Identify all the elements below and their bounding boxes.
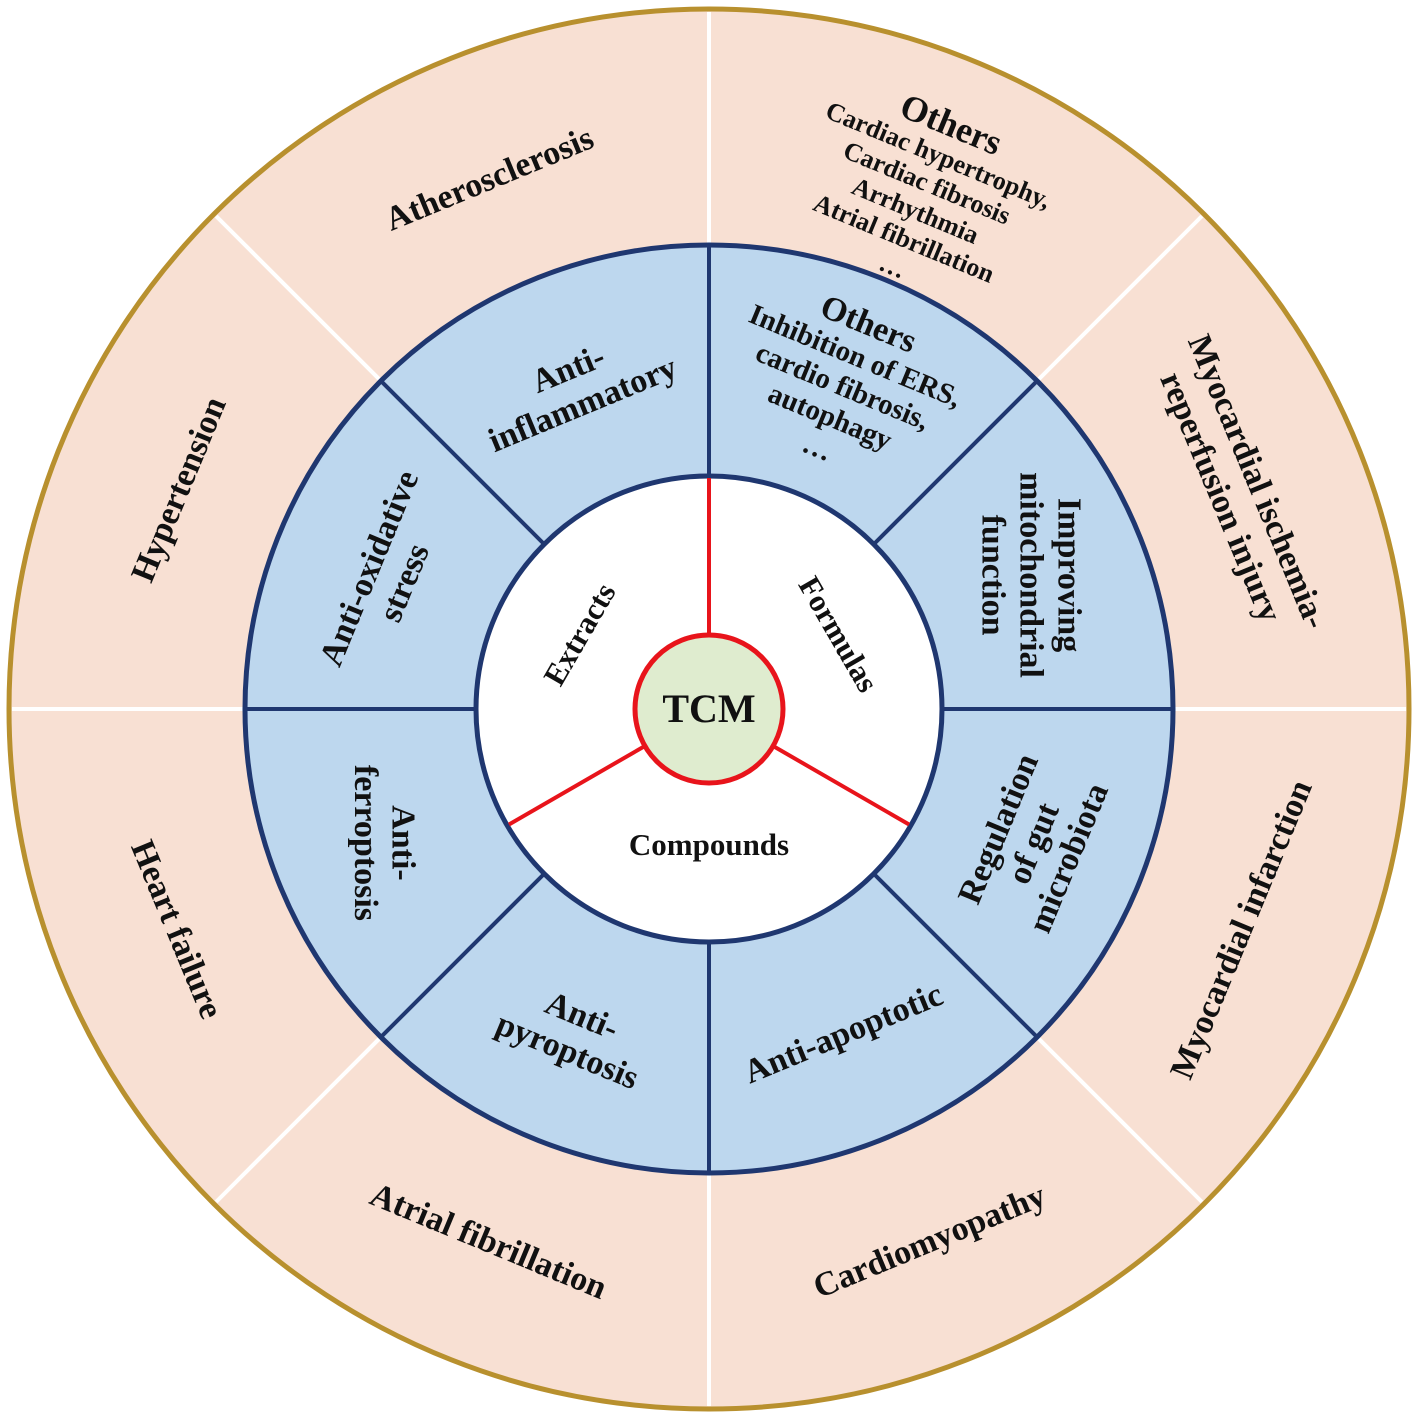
mechanism-divider bbox=[379, 379, 546, 546]
center-circle bbox=[632, 632, 786, 786]
source-label-compounds: Compounds bbox=[629, 827, 789, 862]
center-label: TCM bbox=[662, 686, 755, 731]
mechanism-label-anti-ferroptosis: Anti-ferroptosis bbox=[347, 765, 422, 921]
disease-divider bbox=[1035, 1035, 1204, 1204]
source-dividers bbox=[507, 478, 911, 827]
disease-divider bbox=[214, 1035, 383, 1204]
mechanism-ring-dividers bbox=[245, 245, 1173, 1173]
mechanism-label-improving-mitochondrial-function: Improvingmitochondrialfunction bbox=[974, 472, 1087, 678]
disease-ring-dividers bbox=[12, 12, 1406, 1406]
mechanism-divider bbox=[872, 872, 1039, 1039]
source-divider bbox=[772, 744, 911, 827]
source-divider bbox=[507, 744, 646, 827]
disease-divider bbox=[214, 214, 383, 383]
mechanism-divider bbox=[379, 872, 546, 1039]
disease-divider bbox=[1035, 214, 1204, 383]
mechanism-divider bbox=[872, 379, 1039, 546]
